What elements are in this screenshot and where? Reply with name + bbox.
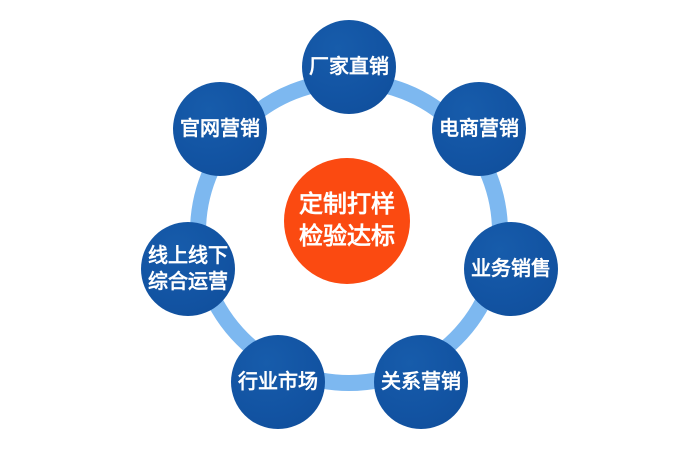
node-online-offline-operations: 线上线下综合运营 — [141, 222, 235, 316]
node-factory-direct-sales: 厂家直销 — [302, 20, 396, 114]
node-label: 关系营销 — [381, 371, 461, 393]
node-label: 电商营销 — [439, 118, 519, 140]
node-label: 行业市场 — [238, 371, 318, 393]
node-ecommerce-marketing: 电商营销 — [432, 82, 526, 176]
node-label: 线上线下综合运营 — [148, 245, 228, 293]
node-label: 业务销售 — [471, 258, 551, 280]
node-industry-market: 行业市场 — [231, 335, 325, 429]
center-node: 定制打样 检验达标 — [284, 158, 410, 284]
node-label: 厂家直销 — [309, 56, 389, 78]
node-business-sales: 业务销售 — [464, 222, 558, 316]
node-label: 官网营销 — [180, 118, 260, 140]
node-official-website-marketing: 官网营销 — [173, 82, 267, 176]
center-node-line1: 定制打样 — [299, 190, 395, 218]
center-node-line2: 检验达标 — [299, 223, 395, 250]
node-relationship-marketing: 关系营销 — [374, 335, 468, 429]
